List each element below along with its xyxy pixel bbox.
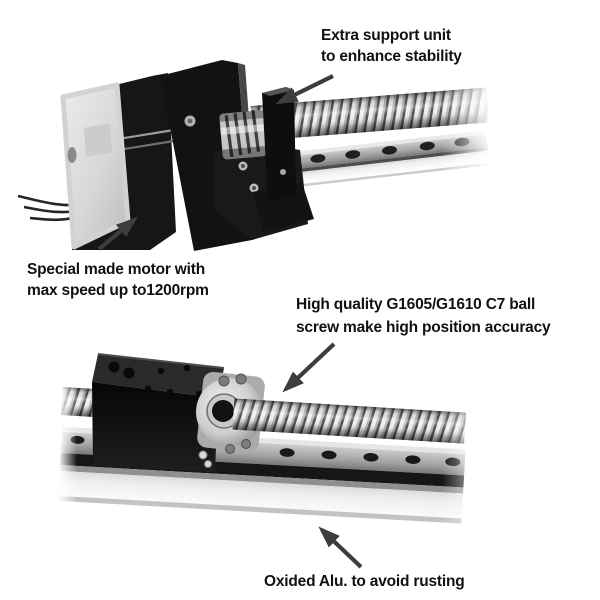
rail-base — [57, 470, 464, 526]
callout-arrows — [97, 74, 363, 569]
aluminium-label-text: Oxided Alu. to avoid rusting — [264, 573, 465, 590]
ball-screw-bottom — [232, 398, 466, 444]
ballscrew-label-line2: screw make high position accuracy — [296, 319, 551, 336]
bottom-photo-ballscrew-closeup — [45, 353, 520, 547]
alu-arrow — [318, 526, 363, 569]
support-unit-label-line1: Extra support unit — [321, 27, 451, 44]
carriage-block — [92, 353, 225, 472]
top-photo-linear-actuator — [17, 55, 516, 251]
photo-edge-fade — [442, 362, 520, 547]
motor-label: Special made motor with max speed up to1… — [27, 259, 209, 301]
ballscrew-label: High quality G1605/G1610 C7 ball screw m… — [296, 293, 551, 339]
motor-label-line1: Special made motor with — [27, 261, 205, 278]
support-unit-label: Extra support unit to enhance stability — [321, 25, 462, 67]
ballscrew-arrow — [282, 342, 336, 393]
motor-label-line2: max speed up to1200rpm — [27, 282, 209, 299]
ballscrew-label-line1: High quality G1605/G1610 C7 ball — [296, 296, 536, 313]
shaft-coupling — [219, 109, 267, 160]
ball-screw-top — [250, 87, 489, 141]
aluminium-label: Oxided Alu. to avoid rusting — [264, 571, 465, 592]
stepper-motor — [17, 73, 176, 250]
motor-arrow — [97, 216, 138, 251]
support-unit-label-line2: to enhance stability — [321, 48, 462, 65]
photo-edge-fade — [45, 375, 77, 535]
support-arrow — [275, 74, 334, 105]
photo-edge-fade — [441, 55, 516, 205]
